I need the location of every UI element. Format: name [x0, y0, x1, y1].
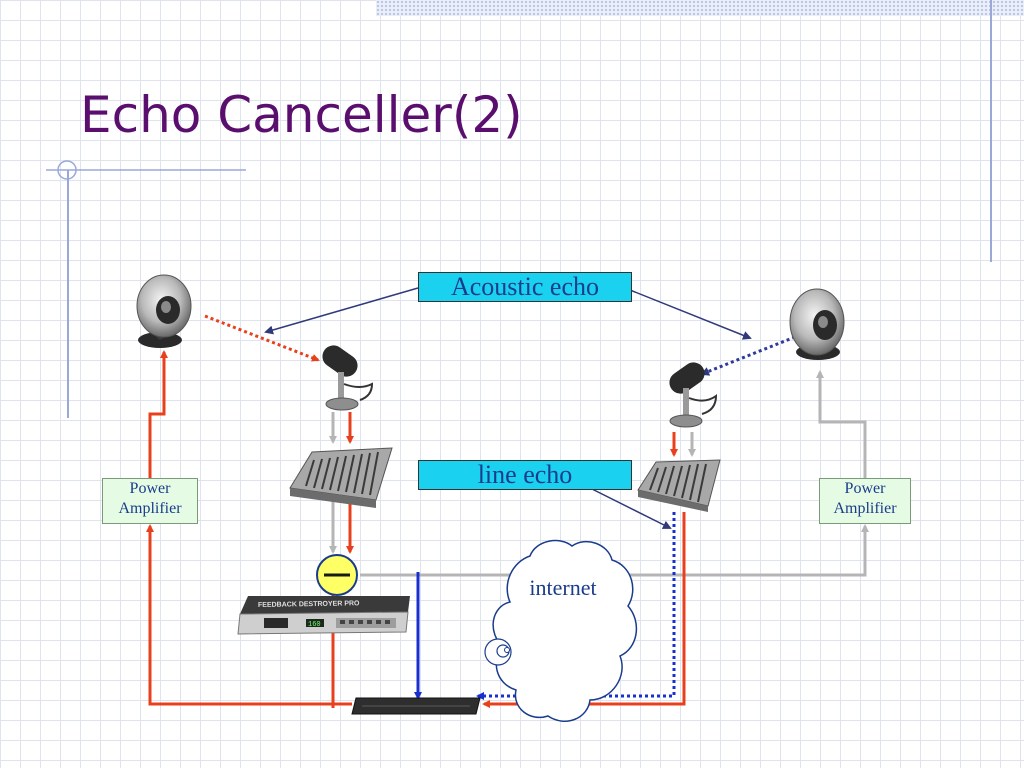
- annotation-arrows: [264, 287, 752, 529]
- acoustic-coupling-right: [700, 335, 796, 376]
- speaker-left-icon: [136, 274, 192, 348]
- mixer-left-icon: [289, 447, 393, 508]
- title-crosshair-icon: [46, 160, 246, 180]
- header-dot-pattern: [376, 0, 1024, 16]
- power-amplifier-right: Power Amplifier: [819, 478, 911, 524]
- mixer-right-icon: [637, 459, 721, 512]
- microphone-left-icon: [322, 345, 374, 411]
- acoustic-echo-label: Acoustic echo: [418, 272, 632, 302]
- decorative-rule-right: [990, 0, 992, 262]
- cloud-icon: [484, 539, 638, 722]
- rack-unit-icon: [351, 697, 481, 715]
- power-amplifier-left: Power Amplifier: [102, 478, 198, 524]
- subtractor-icon: [316, 554, 358, 596]
- internet-label: internet: [529, 575, 597, 600]
- echo-canceller-device-icon: [237, 596, 410, 635]
- left-mic-chain: [329, 412, 354, 554]
- microphone-right-icon: [669, 362, 718, 428]
- line-echo-label: line echo: [418, 460, 632, 490]
- slide-title: Echo Canceller(2): [80, 86, 523, 144]
- left-output-path: [146, 350, 352, 708]
- speaker-right-icon: [789, 288, 845, 360]
- decorative-rule-left: [67, 170, 69, 418]
- acoustic-coupling-left: [204, 314, 320, 362]
